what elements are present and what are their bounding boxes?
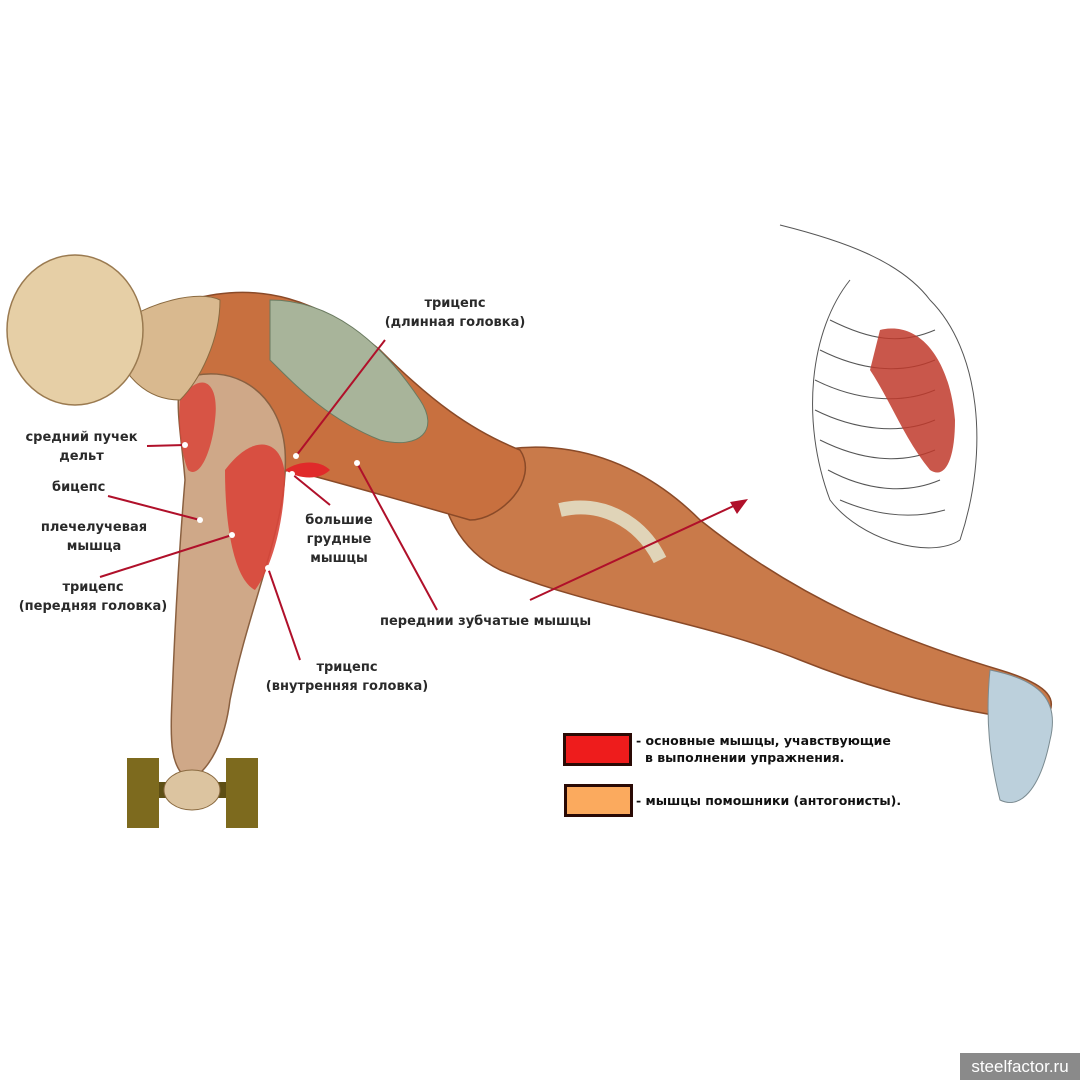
legend-swatch-primary: [563, 733, 632, 766]
label-line: трицепс: [424, 296, 486, 311]
watermark: steelfactor.ru: [960, 1053, 1080, 1080]
hand-figure: [163, 769, 221, 811]
label-line: трицепс: [62, 580, 124, 595]
leader-lines: [99, 339, 741, 661]
legend-text-primary: - основные мышцы, учавствующие в выполне…: [636, 732, 891, 766]
label-line: средний пучек: [25, 430, 138, 445]
label-line: трицепс: [316, 660, 378, 675]
label-line: дельт: [59, 449, 104, 464]
label-line: (длинная головка): [384, 315, 526, 330]
triceps-highlight: [225, 444, 285, 590]
label-pectoralis-major: большие грудные мышцы: [298, 511, 380, 568]
label-line: (внутренняя головка): [265, 679, 429, 694]
label-line: грудные: [306, 532, 372, 547]
label-line: (передняя головка): [18, 599, 168, 614]
label-line: большие: [305, 513, 373, 528]
chest-highlight: [285, 462, 330, 478]
label-dots: [182, 442, 360, 571]
label-triceps-medial-head: трицепс (внутренняя головка): [252, 658, 442, 696]
label-triceps-lateral-head: трицепс (передняя головка): [8, 578, 178, 616]
head-figure: [6, 254, 144, 406]
leg-figure: [439, 446, 1053, 721]
back-figure: [269, 299, 429, 444]
delt-highlight: [179, 382, 216, 472]
label-triceps-long-head: трицепс (длинная головка): [375, 294, 535, 332]
label-line: плечелучевая: [40, 520, 148, 535]
ribcage-inset: [779, 224, 978, 549]
label-brachioradialis: плечелучевая мышца: [24, 518, 164, 556]
legend-text-secondary: - мышцы помошники (антогонисты).: [636, 793, 902, 808]
legend-swatch-secondary: [564, 784, 633, 817]
serratus-highlight: [870, 328, 955, 473]
foot-figure: [987, 669, 1053, 803]
arrow-head-icon: [730, 499, 748, 514]
legend-line: в выполнении упражнения.: [645, 750, 845, 765]
label-line: мышцы: [310, 551, 368, 566]
label-middle-delt: средний пучек дельт: [14, 428, 149, 466]
label-line: мышца: [66, 539, 122, 554]
label-biceps: бицепс: [52, 480, 106, 495]
label-serratus-anterior: переднии зубчатые мышцы: [380, 614, 592, 629]
legend-line: - основные мышцы, учавствующие: [636, 733, 891, 748]
